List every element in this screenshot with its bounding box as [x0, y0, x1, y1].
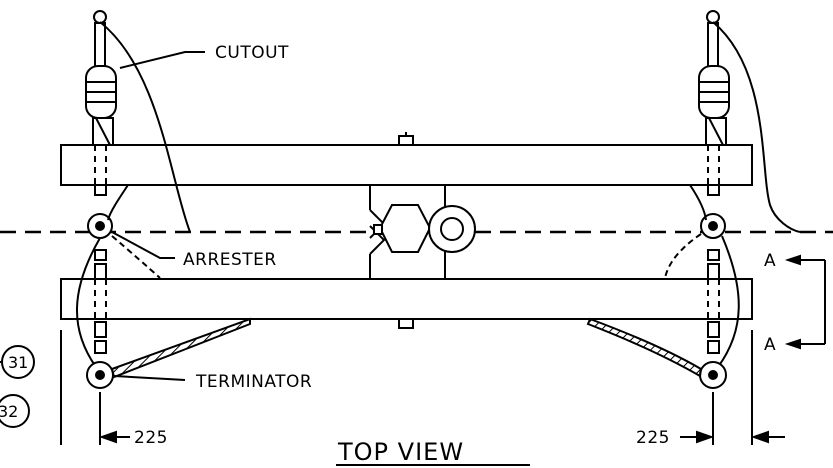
dimension-right: 225 — [636, 428, 670, 448]
callout-bubbles — [0, 345, 35, 428]
lower-crossarm — [60, 278, 753, 320]
dimension-lines — [60, 330, 785, 445]
right-cutout — [698, 10, 801, 233]
right-arrester — [664, 184, 740, 368]
terminator-label: TERMINATOR — [195, 372, 312, 392]
dimension-left: 225 — [134, 428, 168, 448]
section-a-markers — [784, 254, 826, 350]
left-terminator — [86, 317, 251, 389]
callout-32: 32 — [0, 402, 18, 421]
left-arrester — [76, 184, 161, 368]
upper-crossarm — [60, 144, 753, 186]
callout-31: 31 — [8, 353, 28, 372]
center-bracket — [369, 185, 476, 279]
left-cutout — [85, 10, 191, 233]
arrester-label: ARRESTER — [183, 250, 277, 270]
section-a-top-label: A — [764, 251, 776, 271]
center-bolt — [398, 132, 414, 329]
right-bolt-column — [707, 145, 720, 354]
view-title: TOP VIEW — [337, 438, 464, 466]
cutout-label: CUTOUT — [215, 43, 289, 63]
left-bolt-column — [94, 145, 107, 354]
leader-lines — [111, 51, 205, 381]
right-terminator — [586, 317, 727, 389]
section-a-bottom-label: A — [764, 335, 776, 355]
